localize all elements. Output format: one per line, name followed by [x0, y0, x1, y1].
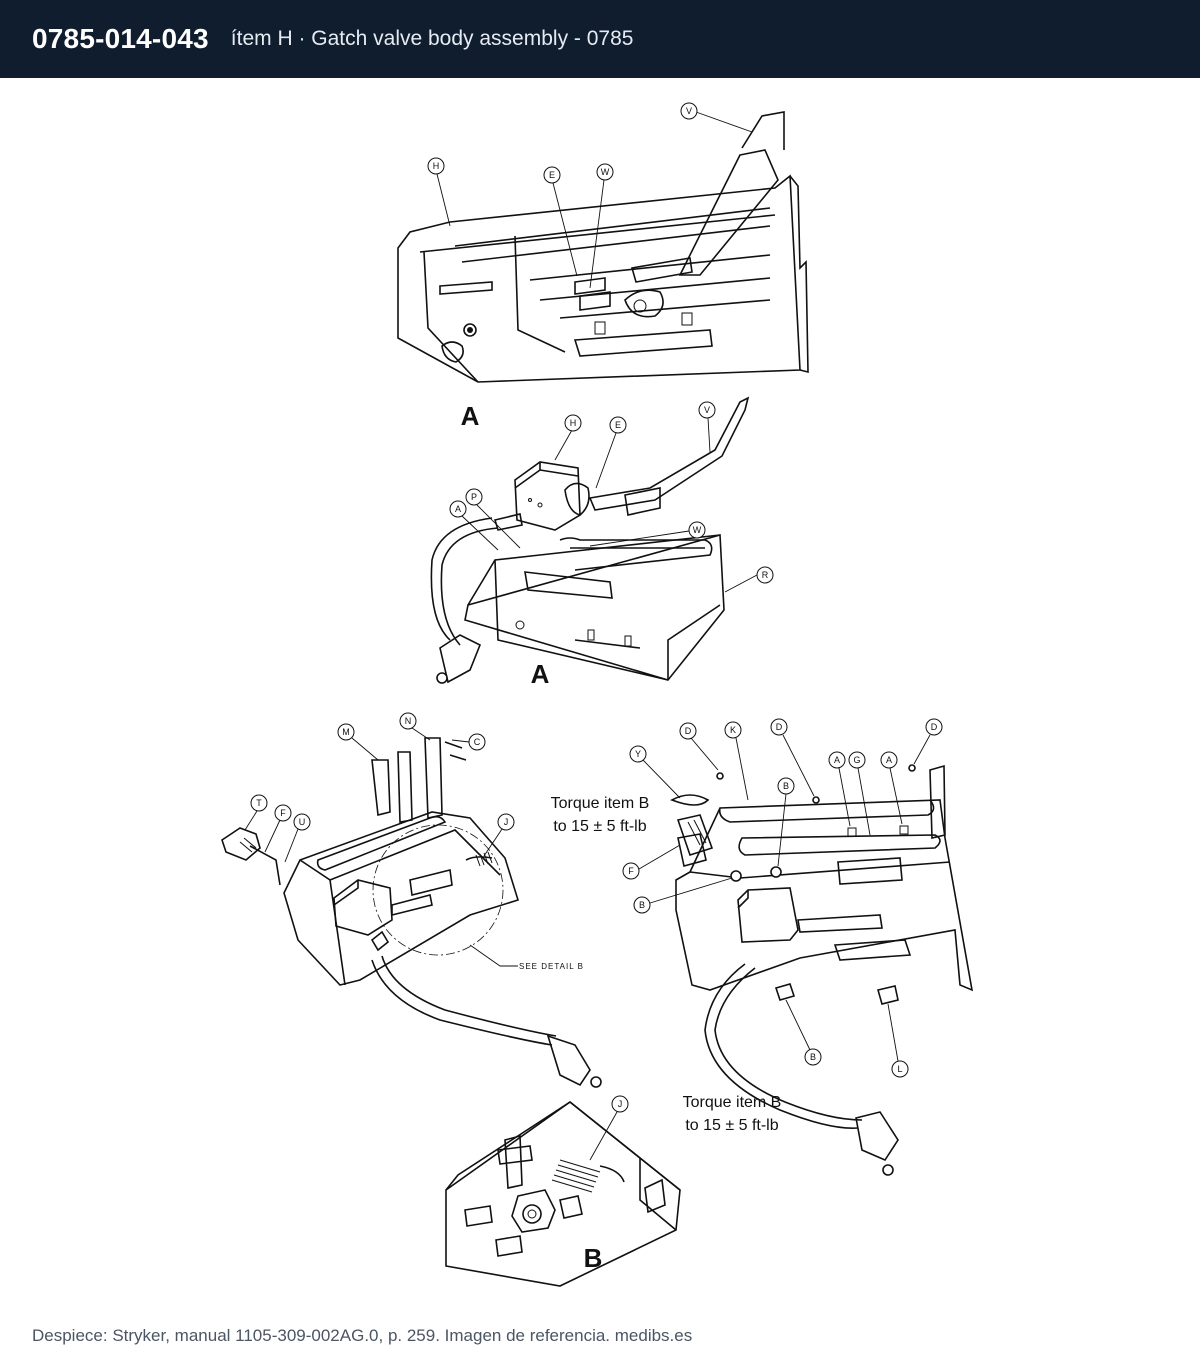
callout-v4-G: G	[848, 751, 871, 836]
part-number: 0785-014-043	[32, 23, 209, 54]
page-subtitle: ítem H · Gatch valve body assembly - 078…	[230, 27, 634, 50]
callout-v3-F: F	[264, 804, 292, 853]
torque-note-lower-line2: to 15 ± 5 ft-lb	[685, 1117, 778, 1134]
callout-v1-H: H	[427, 157, 451, 227]
svg-text:J: J	[504, 817, 509, 827]
torque-note-lower-line1: Torque item B	[683, 1094, 782, 1111]
svg-text:A: A	[886, 755, 892, 765]
svg-text:D: D	[776, 722, 783, 732]
svg-text:E: E	[549, 170, 555, 180]
callout-v1-E: E	[543, 166, 578, 277]
svg-text:G: G	[853, 755, 860, 765]
callout-v4-A1: A	[828, 751, 851, 827]
callout-v3-J: J	[483, 813, 515, 857]
callout-v4-D1: D	[679, 722, 719, 771]
callout-v3-C: C	[451, 733, 486, 751]
svg-text:E: E	[615, 420, 621, 430]
section-label-a-upper: A	[461, 401, 480, 431]
see-detail-reference: SEE DETAIL B	[469, 944, 584, 971]
callout-v4-B3: B	[785, 999, 822, 1066]
svg-text:P: P	[471, 492, 477, 502]
svg-text:R: R	[762, 570, 769, 580]
callout-v2-P: P	[465, 488, 521, 549]
view-valve-body-tray	[430, 396, 750, 684]
svg-text:H: H	[433, 161, 440, 171]
callout-v2-H: H	[554, 414, 582, 461]
svg-text:V: V	[686, 106, 692, 116]
svg-text:N: N	[405, 716, 412, 726]
callout-v5-J: J	[589, 1095, 629, 1161]
svg-text:W: W	[693, 525, 702, 535]
svg-text:C: C	[474, 737, 481, 747]
callout-v4-K: K	[724, 721, 749, 801]
svg-text:D: D	[685, 726, 692, 736]
torque-note-upper-line1: Torque item B	[551, 795, 650, 812]
callout-v4-Y: Y	[629, 745, 681, 799]
svg-text:SEE DETAIL B: SEE DETAIL B	[519, 962, 584, 971]
svg-text:F: F	[280, 808, 286, 818]
callout-v3-N: N	[399, 712, 431, 741]
svg-text:J: J	[618, 1099, 623, 1109]
callout-v4-L: L	[887, 1003, 909, 1078]
svg-text:D: D	[931, 722, 938, 732]
callout-v2-W: W	[589, 521, 706, 547]
torque-note-upper-line2: to 15 ± 5 ft-lb	[553, 818, 646, 835]
svg-text:K: K	[730, 725, 736, 735]
svg-text:T: T	[256, 798, 262, 808]
callout-v2-E: E	[595, 416, 627, 489]
callout-v1-W: W	[589, 163, 614, 289]
callout-v4-B1: B	[777, 777, 795, 867]
callout-v4-D2: D	[770, 718, 815, 797]
callout-v2-A: A	[449, 500, 499, 551]
view-detail-b	[445, 1100, 681, 1287]
svg-text:B: B	[639, 900, 645, 910]
view-valve-body-side	[397, 111, 809, 383]
section-label-b: B	[584, 1243, 603, 1273]
callout-v1-V: V	[680, 102, 753, 133]
svg-text:H: H	[570, 418, 577, 428]
view-tray-exploded-left	[221, 737, 602, 1088]
callout-v4-A2: A	[880, 751, 903, 825]
callout-v2-R: R	[724, 566, 774, 593]
svg-text:F: F	[628, 866, 634, 876]
svg-text:U: U	[299, 817, 306, 827]
footer-credit: Despiece: Stryker, manual 1105-309-002AG…	[32, 1326, 693, 1345]
diagram-canvas: V H E W A	[221, 102, 974, 1287]
callout-v4-B2: B	[633, 877, 733, 914]
svg-text:B: B	[810, 1052, 816, 1062]
svg-text:A: A	[834, 755, 840, 765]
svg-text:L: L	[897, 1064, 902, 1074]
section-label-a-lower: A	[531, 659, 550, 689]
callout-v2-V: V	[698, 401, 716, 453]
callout-v3-M: M	[337, 723, 379, 761]
callout-v3-T: T	[244, 794, 268, 831]
view-tray-exploded-right	[670, 764, 974, 1176]
svg-text:B: B	[783, 781, 789, 791]
svg-text:W: W	[601, 167, 610, 177]
callout-v3-U: U	[284, 813, 311, 863]
svg-text:V: V	[704, 405, 710, 415]
callout-v4-F: F	[622, 844, 681, 880]
svg-text:Y: Y	[635, 749, 641, 759]
exploded-parts-diagram: V H E W A	[0, 78, 1200, 1318]
svg-text:A: A	[455, 504, 461, 514]
svg-text:M: M	[342, 727, 350, 737]
callout-v4-D3: D	[913, 718, 943, 765]
page-header: 0785-014-043 ítem H · Gatch valve body a…	[0, 0, 1200, 78]
